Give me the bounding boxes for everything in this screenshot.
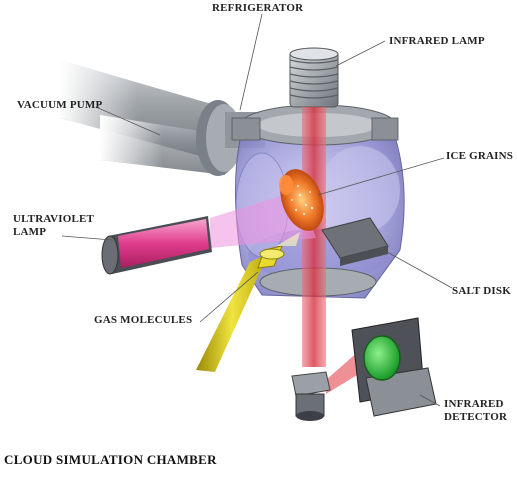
- infrared-detector: [351, 317, 437, 417]
- leader-lines: [61, 13, 453, 407]
- leader-ice-grains: [317, 157, 445, 196]
- vacuum-pump-pipe: [60, 60, 225, 175]
- label-ice-grains: ICE GRAINS: [446, 150, 514, 162]
- leader-ultraviolet-lamp: [61, 235, 113, 241]
- salt-disk: [321, 217, 389, 266]
- label-infrared-detector-line2: DETECTOR: [444, 411, 508, 423]
- leader-refrigerator: [239, 13, 263, 111]
- leader-vacuum-pump: [95, 106, 161, 136]
- label-infrared-lamp: INFRARED LAMP: [389, 35, 485, 47]
- label-salt-disk: SALT DISK: [452, 285, 511, 297]
- label-ultraviolet-lamp-line1: ULTRAVIOLET: [13, 213, 95, 225]
- label-ultraviolet-lamp-line2: LAMP: [13, 226, 47, 238]
- leader-infrared-detector: [419, 394, 441, 407]
- infrared-lamp: [289, 47, 339, 108]
- leader-gas-molecules: [199, 271, 259, 323]
- ultraviolet-lamp: [101, 216, 212, 275]
- leader-salt-disk: [379, 247, 453, 289]
- label-infrared-detector: INFRARED DETECTOR: [444, 398, 507, 424]
- ir-mirror: [291, 371, 331, 421]
- label-ultraviolet-lamp: ULTRAVIOLET LAMP: [13, 213, 94, 239]
- label-vacuum-pump: VACUUM PUMP: [17, 99, 103, 111]
- ice-grains: [279, 169, 324, 231]
- figure-title: CLOUD SIMULATION CHAMBER: [4, 452, 217, 467]
- label-gas-molecules: GAS MOLECULES: [94, 314, 193, 326]
- leader-infrared-lamp: [335, 40, 386, 67]
- gas-molecules-tube: [196, 232, 300, 372]
- label-infrared-detector-line1: INFRARED: [444, 398, 504, 410]
- label-refrigerator: REFRIGERATOR: [212, 2, 304, 14]
